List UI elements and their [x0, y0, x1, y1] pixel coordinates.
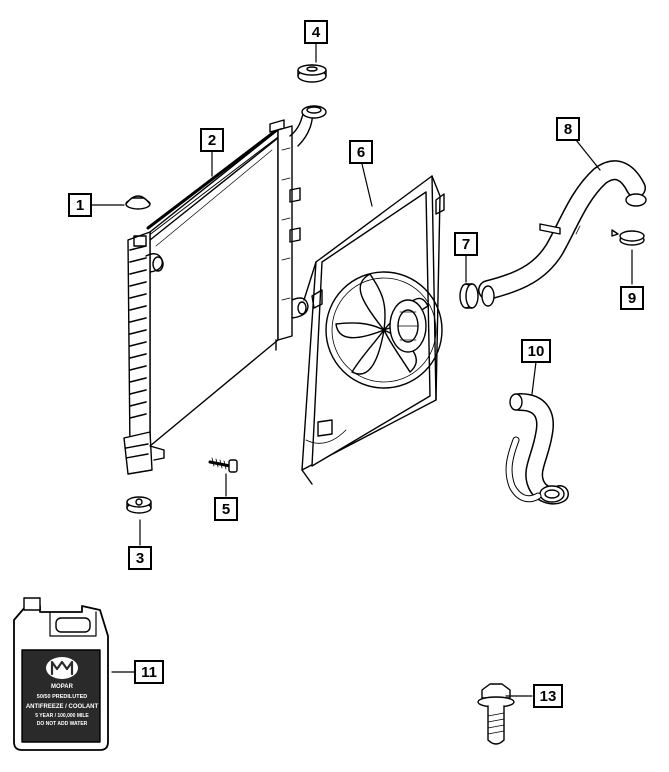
radiator: [123, 105, 327, 475]
callout-13: 13: [533, 684, 563, 708]
jug-line-4: DO NOT ADD WATER: [37, 721, 88, 727]
fan-shroud: [301, 175, 445, 485]
callout-8: 8: [556, 117, 580, 141]
hose-clamp-9: [611, 229, 645, 246]
jug-line-3: 5 YEAR / 100,000 MILE: [35, 713, 89, 719]
callout-7: 7: [454, 232, 478, 256]
callout-10: 10: [521, 339, 551, 363]
jug-brand: MOPAR: [51, 684, 74, 690]
lower-radiator-hose: [505, 393, 569, 505]
coolant-jug: [13, 597, 109, 751]
leader-10: [531, 361, 537, 395]
fan-bolt: [208, 457, 238, 473]
insulator: [126, 496, 152, 514]
upper-radiator-hose: [478, 160, 647, 307]
callout-2: 2: [200, 128, 224, 152]
callout-11: 11: [134, 660, 164, 684]
hex-flange-screw: [477, 683, 515, 745]
callout-3: 3: [128, 546, 152, 570]
callout-4: 4: [304, 20, 328, 44]
callout-1: 1: [68, 193, 92, 217]
callout-6: 6: [349, 140, 373, 164]
radiator-cap: [125, 195, 151, 210]
leader-lines: [91, 43, 633, 697]
coolant-cap: [297, 64, 327, 83]
hose-clamp-7: [459, 283, 479, 309]
callout-5: 5: [214, 497, 238, 521]
jug-line-2: ANTIFREEZE / COOLANT: [26, 704, 99, 710]
leader-6: [361, 163, 373, 207]
callout-9: 9: [620, 286, 644, 310]
leader-8: [575, 139, 601, 171]
jug-label: MOPAR 50/50 PREDILUTED ANTIFREEZE / COOL…: [26, 684, 99, 727]
jug-line-1: 50/50 PREDILUTED: [37, 694, 87, 700]
